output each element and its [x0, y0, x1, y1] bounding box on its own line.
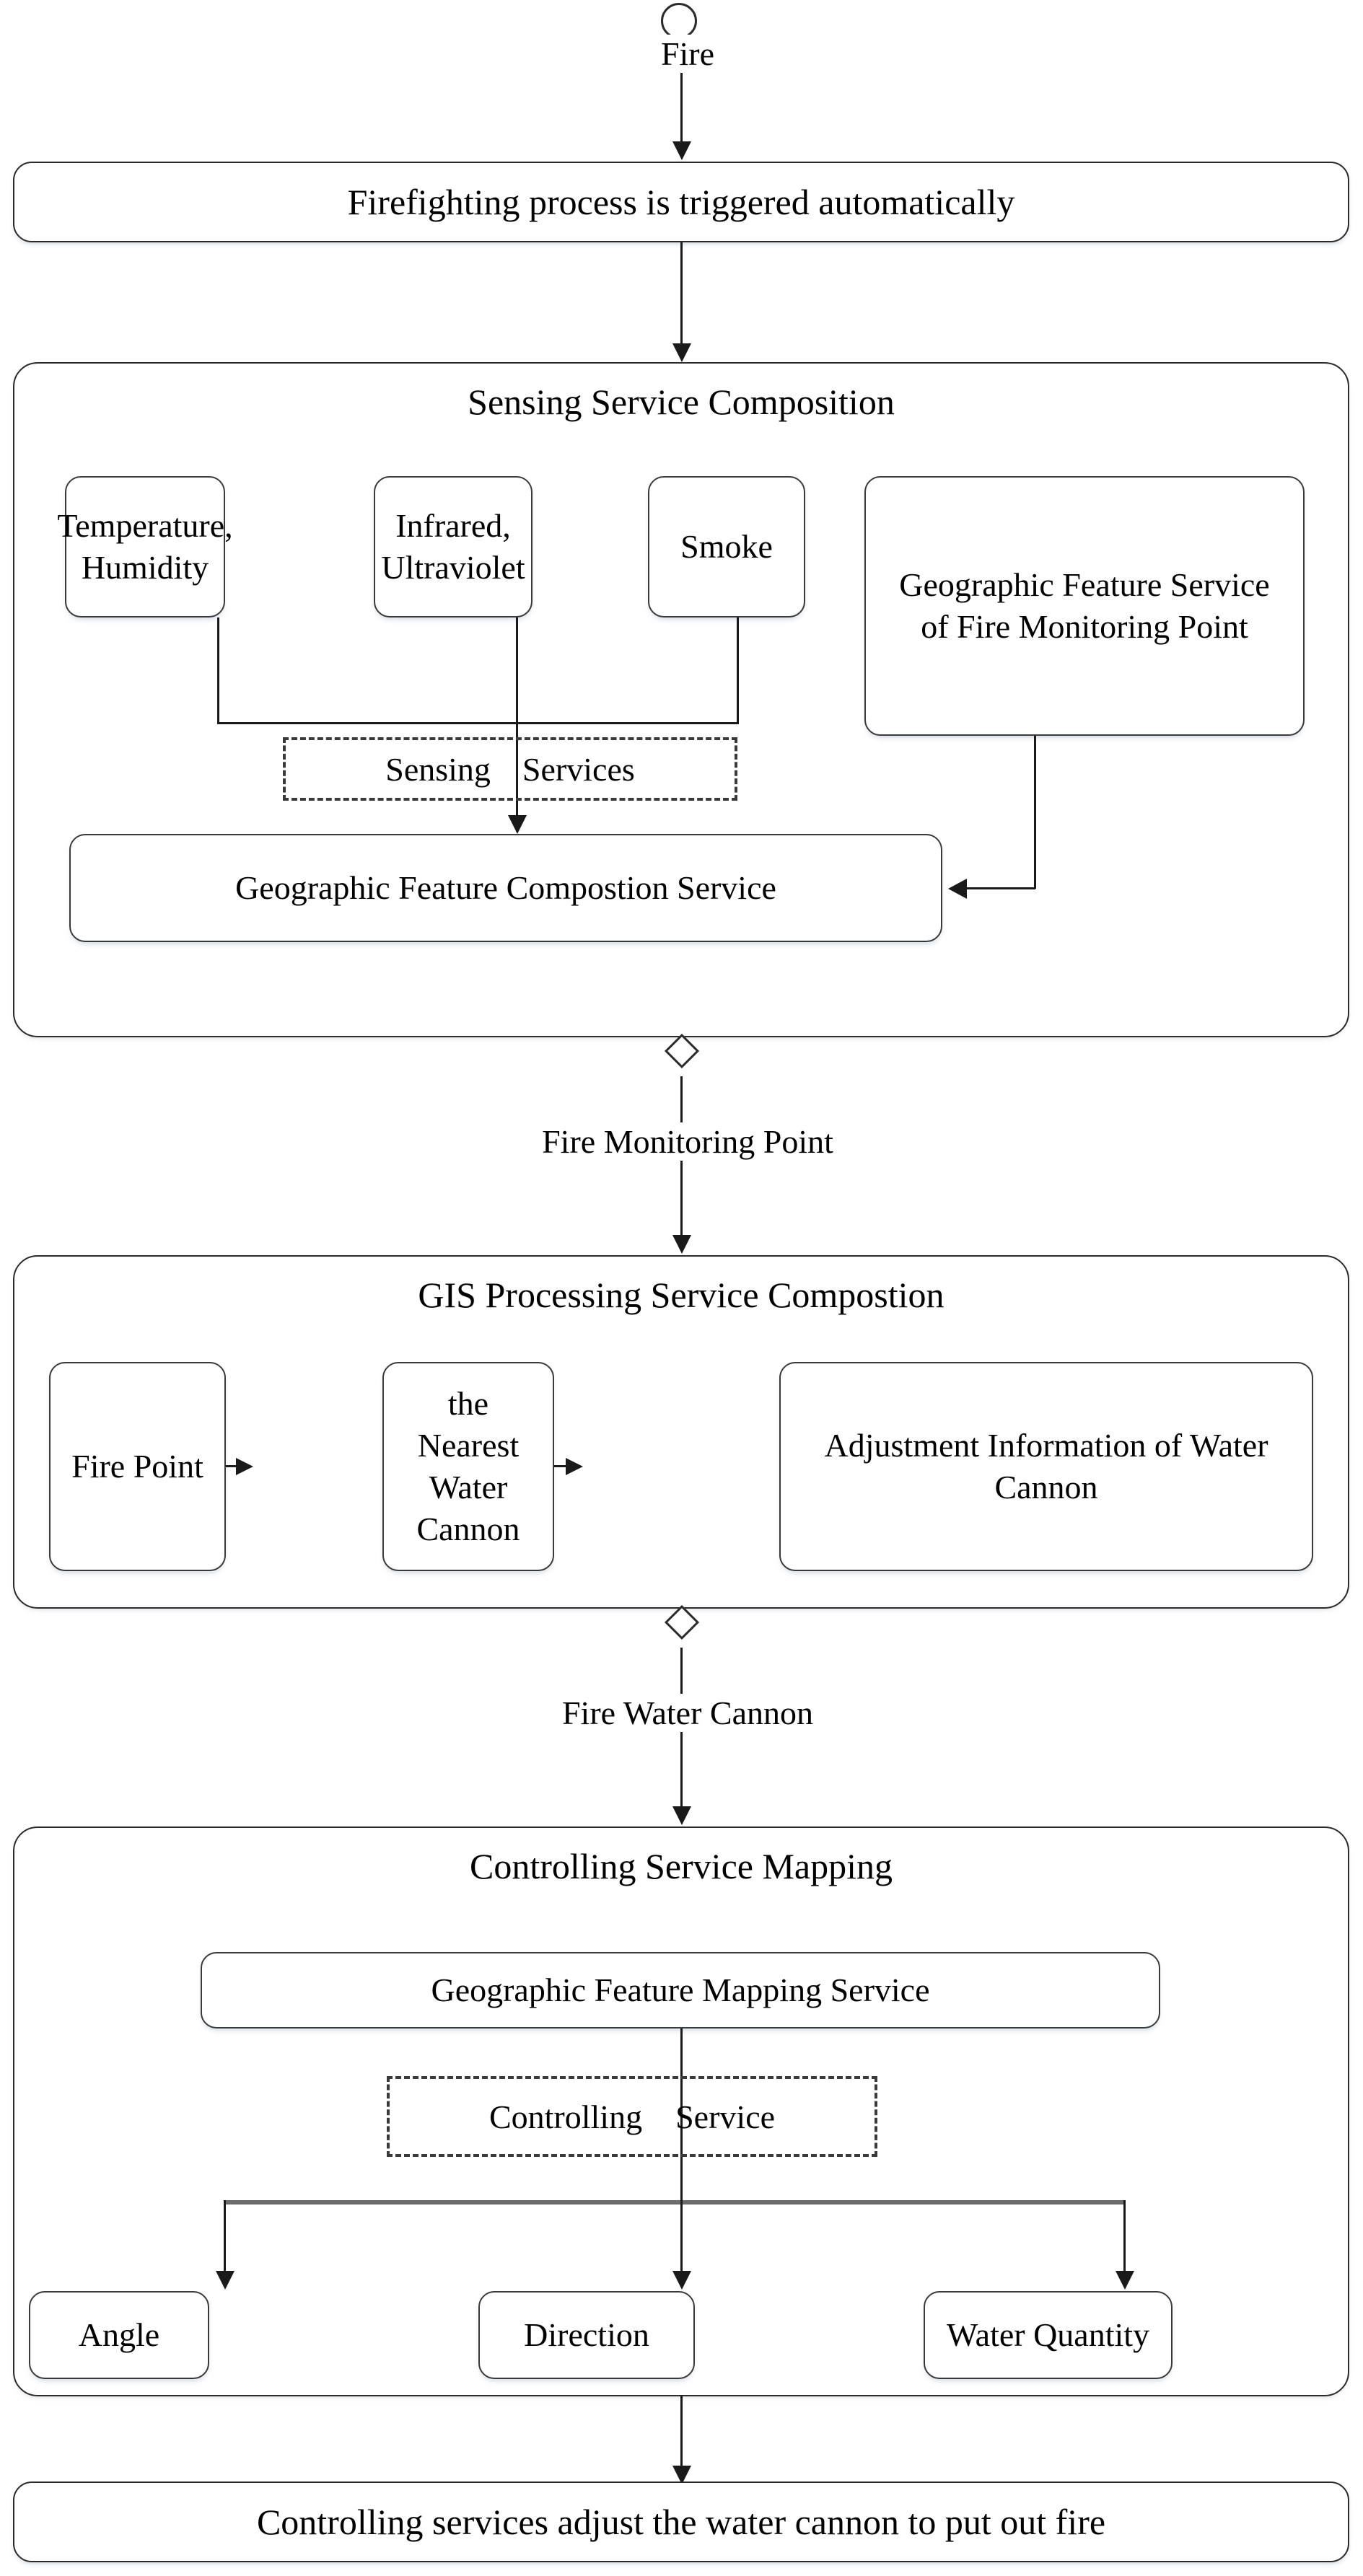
sensor-box-temperature-humidity: Temperature, Humidity: [57, 476, 233, 617]
bracket-stem-direction: [680, 2200, 683, 2274]
arrowhead-composition-service: [508, 815, 527, 834]
arrowhead-water-quantity: [1116, 2271, 1134, 2290]
output-box-water-quantity: Water Quantity: [924, 2291, 1173, 2379]
output-label-angle: Angle: [78, 2316, 160, 2354]
arrowhead-angle: [216, 2271, 235, 2290]
edge-mapping-to-outputs: [680, 2028, 683, 2203]
edge-fire-point-to-nearest: [226, 1465, 239, 1467]
step-trigger-label: Firefighting process is triggered automa…: [347, 181, 1015, 222]
sensor-label-smoke: Smoke: [680, 528, 773, 566]
connector-diamond-water-cannon: [664, 1604, 700, 1640]
edge-start-to-trigger: [680, 35, 683, 143]
bracket-stem-smoke: [737, 617, 739, 724]
geographic-feature-service-label: Geographic Feature Service of Fire Monit…: [899, 566, 1270, 645]
arrowhead-sensing: [672, 343, 691, 362]
sensor-label-infrared-ultraviolet: Infrared, Ultraviolet: [381, 507, 525, 586]
gis-step-box-adjustment-information: Adjustment Information of Water Cannon: [779, 1362, 1313, 1571]
gis-step-label-fire-point: Fire Point: [71, 1448, 203, 1485]
arrowhead-nearest-to-adjustment: [566, 1458, 583, 1475]
geographic-feature-mapping-service-box: Geographic Feature Mapping Service: [201, 1952, 1160, 2028]
controlling-service-dashed-box: Controlling Service: [387, 2076, 877, 2157]
geographic-feature-composition-service-box: Geographic Feature Compostion Service: [69, 834, 942, 942]
edge-label-fire-water-cannon: Fire Water Cannon: [476, 1694, 899, 1732]
edge-label-fire-monitoring-point: Fire Monitoring Point: [469, 1122, 906, 1161]
step-final-label: Controlling services adjust the water ca…: [256, 2501, 1106, 2542]
bracket-stem-infrared: [516, 617, 518, 724]
output-label-direction: Direction: [524, 2316, 649, 2354]
arrowhead-final: [672, 2466, 691, 2484]
arrowhead-direction: [672, 2271, 691, 2290]
edge-trigger-to-sensing: [680, 242, 683, 346]
sensing-composition-title: Sensing Service Composition: [468, 382, 895, 422]
output-box-direction: Direction: [478, 2291, 695, 2379]
sensor-label-temperature-humidity: Temperature, Humidity: [57, 507, 233, 586]
arrowhead-geoservice-to-composition: [948, 879, 967, 899]
arrowhead-gis: [672, 1235, 691, 1254]
arrowhead-trigger: [672, 141, 691, 160]
bracket-stem-water-quantity: [1123, 2200, 1126, 2274]
arrowhead-controlling: [672, 1806, 691, 1825]
step-final-box: Controlling services adjust the water ca…: [13, 2482, 1349, 2562]
geographic-feature-mapping-service-label: Geographic Feature Mapping Service: [431, 1971, 930, 2009]
connector-diamond-monitoring-point: [664, 1033, 700, 1069]
controlling-service-label-left: Controlling: [488, 2098, 643, 2135]
sensor-box-infrared-ultraviolet: Infrared, Ultraviolet: [374, 476, 533, 617]
edge-sensors-to-composition: [516, 722, 518, 832]
geographic-feature-composition-service-label: Geographic Feature Compostion Service: [235, 869, 776, 907]
controlling-service-label-right: Service: [675, 2098, 776, 2135]
gis-step-label-adjustment-information: Adjustment Information of Water Cannon: [824, 1427, 1268, 1505]
gis-step-box-nearest-water-cannon: the Nearest Water Cannon: [382, 1362, 554, 1571]
gis-step-label-nearest-water-cannon: the Nearest Water Cannon: [416, 1385, 520, 1547]
controlling-mapping-title: Controlling Service Mapping: [469, 1846, 893, 1886]
geographic-feature-service-box: Geographic Feature Service of Fire Monit…: [864, 476, 1305, 736]
start-circle: [661, 3, 697, 39]
bracket-stem-angle: [224, 2200, 226, 2274]
bracket-stem-temperature: [217, 617, 219, 724]
edge-nearest-to-adjustment: [554, 1465, 569, 1467]
edge-geoservice-horizontal: [967, 887, 1035, 889]
edge-controlling-to-final: [680, 2395, 683, 2469]
sensing-services-label-right: Services: [522, 750, 635, 788]
sensing-services-dashed-box: Sensing Services: [283, 737, 737, 801]
output-box-angle: Angle: [29, 2291, 209, 2379]
gis-composition-title: GIS Processing Service Compostion: [418, 1275, 945, 1315]
controlling-output-bracket-bar: [224, 2200, 1126, 2204]
sensor-bracket-bar: [217, 722, 739, 724]
step-trigger-box: Firefighting process is triggered automa…: [13, 162, 1349, 242]
arrowhead-fire-point-to-nearest: [236, 1458, 253, 1475]
edge-geoservice-vertical: [1034, 736, 1036, 889]
sensing-services-label-left: Sensing: [385, 750, 491, 788]
output-label-water-quantity: Water Quantity: [946, 2316, 1150, 2354]
edge-label-fire: Fire: [577, 35, 798, 73]
sensor-box-smoke: Smoke: [648, 476, 805, 617]
gis-step-box-fire-point: Fire Point: [49, 1362, 226, 1571]
